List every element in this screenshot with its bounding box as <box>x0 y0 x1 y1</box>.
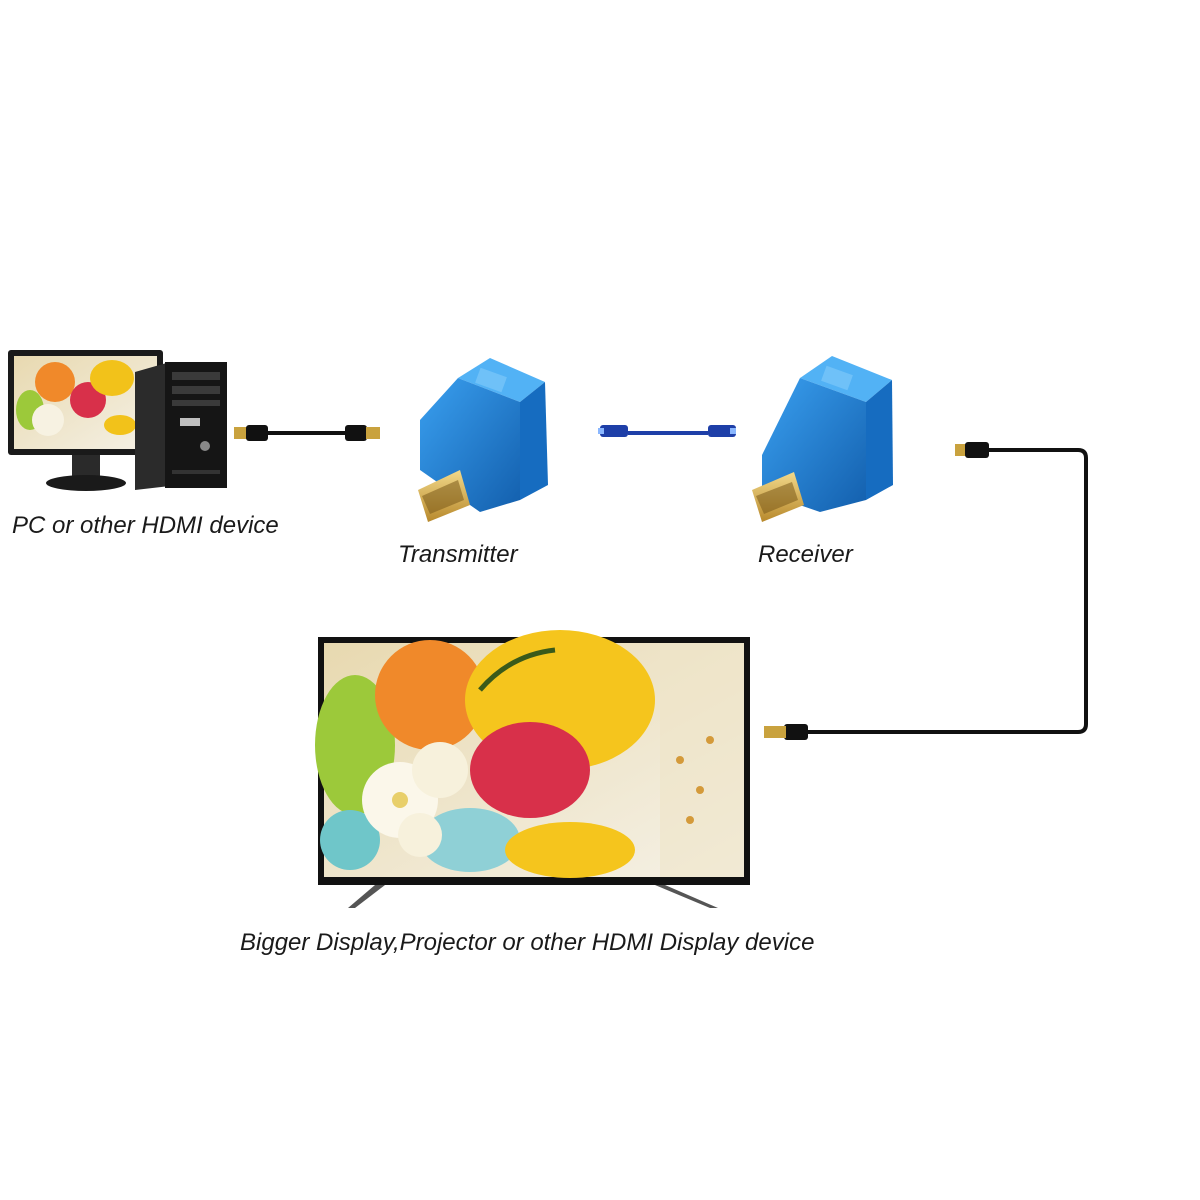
pc-monitor-icon <box>8 350 163 491</box>
receiver-label: Receiver <box>758 541 853 568</box>
ethernet-cable-icon <box>598 425 736 437</box>
transmitter-label: Transmitter <box>398 541 518 568</box>
flower-decoration <box>362 742 468 857</box>
pc-tower-icon <box>135 362 227 490</box>
transmitter-extender-icon <box>418 358 548 522</box>
hdmi-cable-source <box>234 425 380 441</box>
receiver-extender-icon <box>752 356 893 522</box>
display-device-label: Bigger Display,Projector or other HDMI D… <box>240 929 815 956</box>
source-device-label: PC or other HDMI device <box>12 512 279 539</box>
television-icon <box>315 630 750 908</box>
hdmi-cable-display <box>764 442 1088 740</box>
